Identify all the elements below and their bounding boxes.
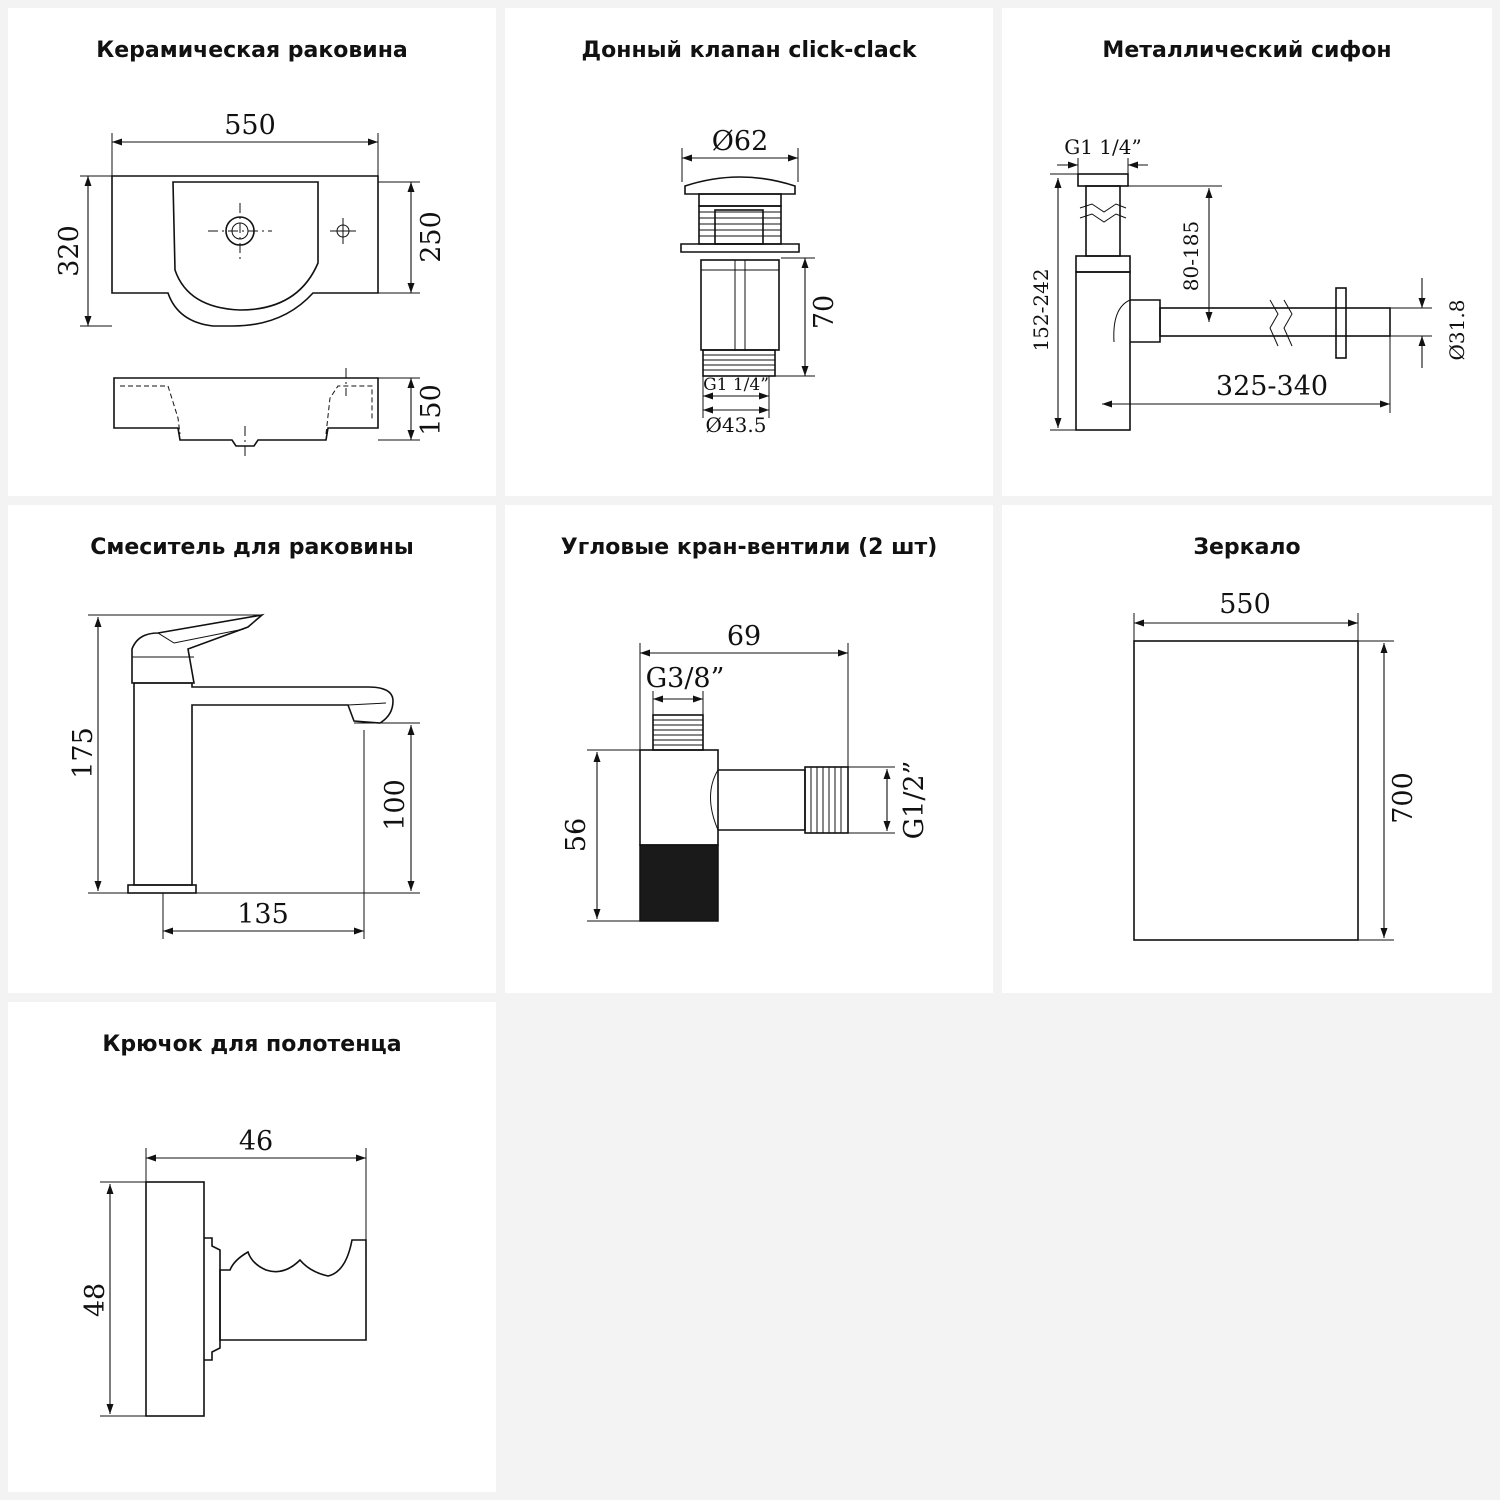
card-ceramic-sink: Керамическая раковина 550 320 250 <box>8 8 496 496</box>
dim-width: 46 <box>239 1126 273 1157</box>
dim-height: 700 <box>1388 772 1419 824</box>
dim-width: 550 <box>224 110 276 141</box>
card-mirror: Зеркало 550 700 <box>1002 505 1492 993</box>
dim-height-range: 152-242 <box>1029 268 1053 351</box>
hook-drawing: 46 48 <box>80 1126 367 1417</box>
dim-height: 150 <box>416 384 447 436</box>
dim-bottom-diameter: Ø43.5 <box>706 413 767 437</box>
card-metal-siphon: Металлический сифон G1 1/4” 152-242 80-1… <box>1002 8 1492 496</box>
card-title: Керамическая раковина <box>96 38 408 63</box>
dim-height: 48 <box>80 1283 111 1317</box>
card-towel-hook: Крючок для полотенца 46 48 <box>8 1002 496 1492</box>
dim-reach: 135 <box>237 899 289 930</box>
card-title: Зеркало <box>1193 535 1301 560</box>
dim-thread: G1 1/4” <box>703 375 769 395</box>
card-title: Крючок для полотенца <box>102 1032 402 1057</box>
dim-outlet-height: 80-185 <box>1179 221 1203 291</box>
dim-depth: 320 <box>54 225 85 277</box>
dim-length: 69 <box>727 621 761 652</box>
card-title: Металлический сифон <box>1102 38 1392 63</box>
mirror-outline <box>1133 640 1359 941</box>
card-title: Смеситель для раковины <box>90 535 414 560</box>
mirror-drawing: 550 700 <box>1133 589 1419 941</box>
dim-outlet-thread: G1/2” <box>899 761 930 840</box>
siphon-drawing: G1 1/4” 152-242 80-185 Ø31.8 325-340 <box>1029 135 1469 431</box>
dim-inlet-thread: G3/8” <box>646 663 725 694</box>
dim-thread: G1 1/4” <box>1064 135 1141 159</box>
dim-height: 56 <box>561 818 592 852</box>
dim-spout-height: 100 <box>380 779 411 831</box>
dim-height: 70 <box>809 295 840 329</box>
sink-drawing: 550 320 250 150 <box>54 110 447 460</box>
dim-height: 175 <box>68 727 99 779</box>
card-title: Угловые кран-вентили (2 шт) <box>560 535 938 560</box>
valve-drawing: Ø62 70 G1 1/4” <box>680 126 840 437</box>
card-title: Донный клапан click-clack <box>581 38 917 63</box>
dim-top-diameter: Ø62 <box>712 126 769 157</box>
valve-thread-lines <box>699 211 781 237</box>
card-angle-valves: Угловые кран-вентили (2 шт) 69 G3/8” <box>505 505 993 993</box>
card-faucet: Смеситель для раковины 175 100 135 <box>8 505 496 993</box>
dim-bowl-depth: 250 <box>416 211 447 263</box>
dim-length-range: 325-340 <box>1216 371 1328 402</box>
faucet-drawing: 175 100 135 <box>68 613 420 939</box>
card-drain-valve: Донный клапан click-clack Ø62 <box>505 8 993 496</box>
dim-width: 550 <box>1219 589 1271 620</box>
angle-valve-drawing: 69 G3/8” 56 G1/2 <box>561 621 930 922</box>
dim-outlet-diameter: Ø31.8 <box>1445 300 1469 361</box>
